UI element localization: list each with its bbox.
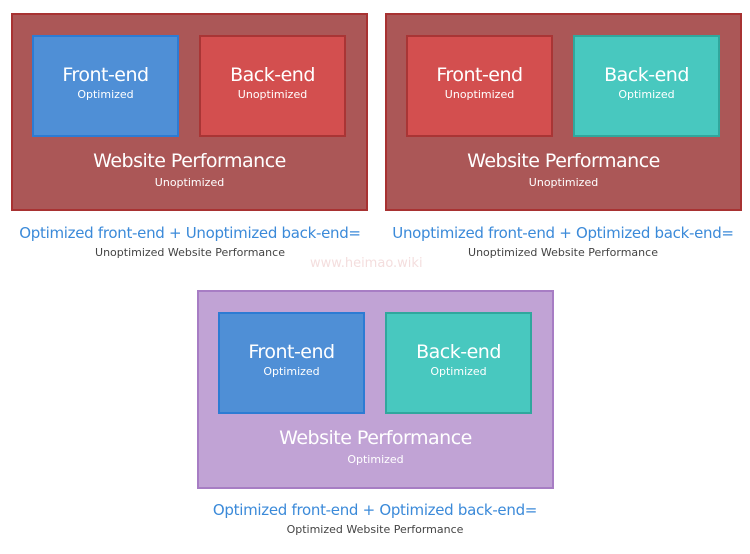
caption-2: Unoptimized front-end + Optimized back-e… [373,224,750,259]
performance-title: Website Performance [279,427,472,449]
back-end-label: Back-end [416,341,501,363]
caption-equation: Optimized front-end + Unoptimized back-e… [19,224,361,242]
front-end-label: Front-end [62,64,149,86]
back-end-label: Back-end [604,64,689,86]
front-end-label: Front-end [248,341,335,363]
back-end-label: Back-end [230,64,315,86]
caption-equation: Optimized front-end + Optimized back-end… [212,501,538,519]
caption-result: Unoptimized Website Performance [95,246,285,259]
front-end-status: Unoptimized [444,88,515,101]
back-end-status: Optimized [430,365,487,378]
performance-title: Website Performance [93,150,286,172]
performance-title: Website Performance [467,150,660,172]
watermark: www.heimao.wiki [310,256,423,271]
performance-status: Optimized [347,453,404,466]
front-end-label: Front-end [436,64,523,86]
front-end-status: Optimized [263,365,320,378]
performance-status: Unoptimized [154,176,225,189]
caption-equation: Unoptimized front-end + Optimized back-e… [392,224,734,242]
caption-result: Unoptimized Website Performance [468,246,658,259]
caption-result: Optimized Website Performance [286,523,464,536]
front-end-status: Optimized [77,88,134,101]
back-end-status: Unoptimized [237,88,308,101]
performance-status: Unoptimized [528,176,599,189]
caption-3: Optimized front-end + Optimized back-end… [185,501,565,536]
caption-1: Optimized front-end + Unoptimized back-e… [0,224,380,259]
back-end-status: Optimized [618,88,675,101]
